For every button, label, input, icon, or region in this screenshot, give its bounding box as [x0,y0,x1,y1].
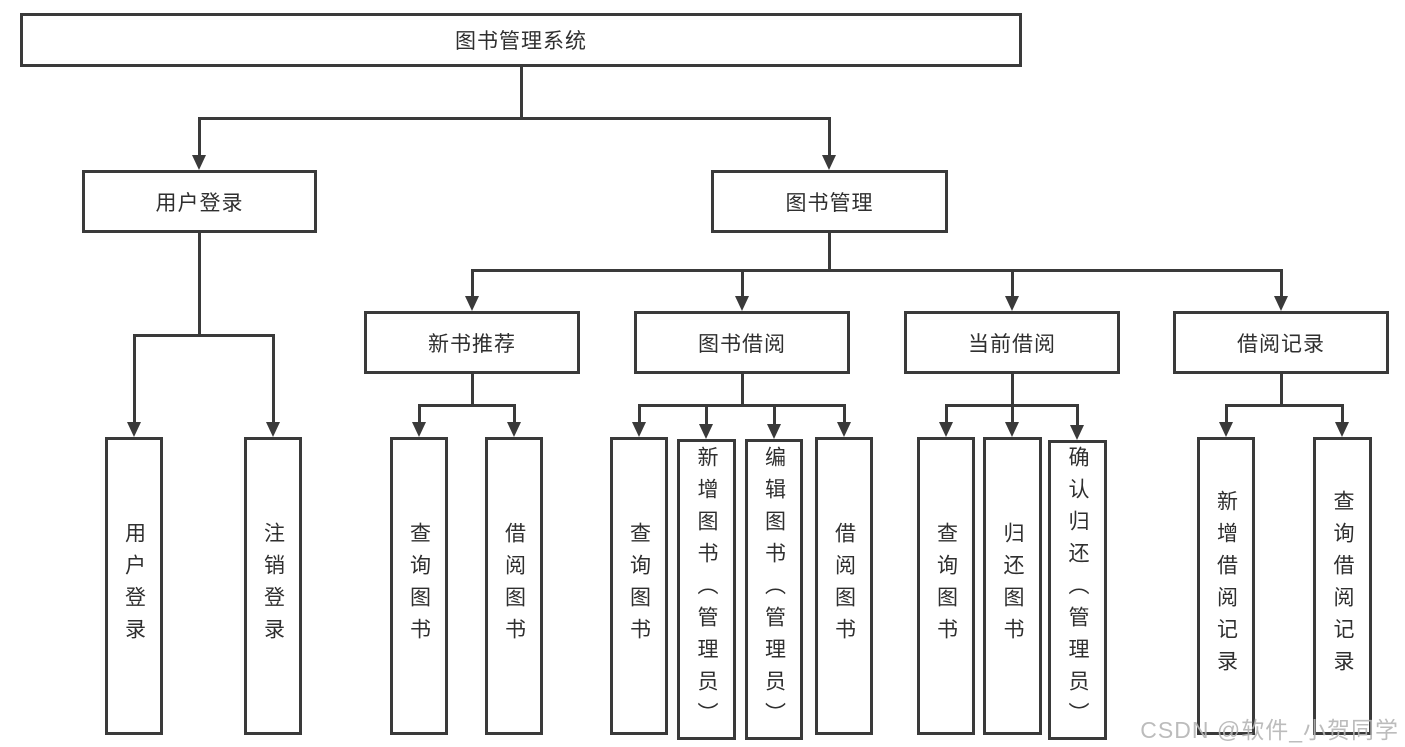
node-user-login: 用户登录 [105,437,163,735]
node-query-books-1: 查询图书 [390,437,448,735]
connector-line-vertical [271,333,275,424]
node-label: 借阅图书 [502,522,526,650]
connector-line-vertical [740,268,744,299]
node-query-books-3: 查询图书 [917,437,975,735]
node-label: 借阅图书 [832,522,856,650]
node-label: 查询图书 [627,522,651,650]
node-borrow-books-2: 借阅图书 [815,437,873,735]
connector-line-vertical [1279,372,1283,407]
arrowhead-down-icon [766,424,781,439]
node-label: 图书借阅 [698,332,786,356]
arrowhead-down-icon [734,296,749,311]
arrowhead-down-icon [699,424,713,439]
node-label: 图书管理系统 [455,30,587,53]
connector-line-vertical [705,403,708,426]
node-logout: 注销登录 [244,437,302,735]
connector-line-horizontal [417,403,516,407]
node-current-borrowing: 当前借阅 [904,311,1120,374]
connector-line-horizontal [132,333,275,337]
arrowhead-down-icon [265,422,280,437]
arrowhead-down-icon [821,155,836,170]
node-borrow-books-1: 借阅图书 [485,437,543,735]
arrowhead-down-icon [938,422,953,437]
node-edit-book-admin: 编辑图书（管理员） [745,439,803,740]
node-borrowing-records: 借阅记录 [1173,311,1389,374]
node-label: 确认归还（管理员） [1066,446,1090,734]
connector-line-vertical [944,403,948,424]
node-label: 新增图书（管理员） [695,445,719,734]
csdn-watermark: CSDN @软件_小贺同学 [1140,717,1399,743]
connector-line-vertical [1010,268,1014,299]
node-add-book-admin: 新增图书（管理员） [677,439,736,740]
node-query-borrow-record: 查询借阅记录 [1313,437,1372,735]
connector-line-vertical [1224,403,1228,424]
connector-line-vertical [827,116,831,156]
node-book-borrowing: 图书借阅 [634,311,850,374]
connector-line-vertical [637,403,641,426]
arrowhead-down-icon [464,296,479,311]
arrowhead-down-icon [1218,422,1233,437]
node-return-book: 归还图书 [983,437,1042,735]
node-label: 注销登录 [261,522,285,650]
connector-line-horizontal [470,268,1283,272]
connector-line-vertical [1341,403,1344,424]
node-label: 编辑图书（管理员） [762,445,786,734]
connector-line-vertical [512,403,516,424]
arrowhead-down-icon [836,422,851,437]
connector-line-horizontal [944,403,1079,407]
node-label: 查询图书 [407,522,431,650]
connector-line-horizontal [1224,403,1344,407]
arrowhead-down-icon [191,155,206,170]
node-label: 查询图书 [934,522,958,650]
arrowhead-down-icon [411,422,426,437]
node-user-login-group: 用户登录 [82,170,317,233]
arrowhead-down-icon [126,422,141,437]
node-label: 新增借阅记录 [1214,490,1238,682]
connector-line-vertical [470,372,474,407]
node-label: 归还图书 [1001,522,1025,650]
connector-line-vertical [417,403,421,424]
connector-line-vertical [197,116,201,156]
connector-line-vertical [470,268,474,299]
node-add-borrow-record: 新增借阅记录 [1197,437,1255,735]
connector-line-horizontal [637,403,846,407]
node-label: 借阅记录 [1237,332,1325,356]
connector-line-vertical [827,231,831,272]
connector-line-vertical [772,403,776,426]
node-label: 当前借阅 [968,332,1056,356]
node-label: 图书管理 [785,191,874,215]
connector-line-vertical [842,403,846,424]
node-query-books-2: 查询图书 [610,437,668,735]
node-label: 用户登录 [155,191,244,215]
node-confirm-return-admin: 确认归还（管理员） [1048,440,1107,740]
node-new-book-recommendation: 新书推荐 [364,311,580,374]
node-label: 用户登录 [122,522,146,650]
connector-line-vertical [1010,372,1014,407]
arrowhead-down-icon [1004,422,1019,437]
connector-line-vertical [1076,403,1079,427]
connector-line-vertical [1010,403,1014,424]
arrowhead-down-icon [1070,425,1084,440]
connector-line-horizontal [197,116,831,120]
arrowhead-down-icon [1273,296,1288,311]
node-library-management-system: 图书管理系统 [20,13,1022,67]
connector-line-vertical [1279,268,1283,299]
arrowhead-down-icon [1335,422,1349,437]
connector-line-vertical [519,65,523,120]
connector-line-vertical [132,333,136,424]
connector-line-vertical [197,231,201,337]
node-book-management: 图书管理 [711,170,948,233]
arrowhead-down-icon [1004,296,1019,311]
arrowhead-down-icon [506,422,521,437]
arrowhead-down-icon [631,422,646,437]
connector-line-vertical [740,372,744,407]
node-label: 查询借阅记录 [1331,490,1355,682]
node-label: 新书推荐 [428,332,516,356]
